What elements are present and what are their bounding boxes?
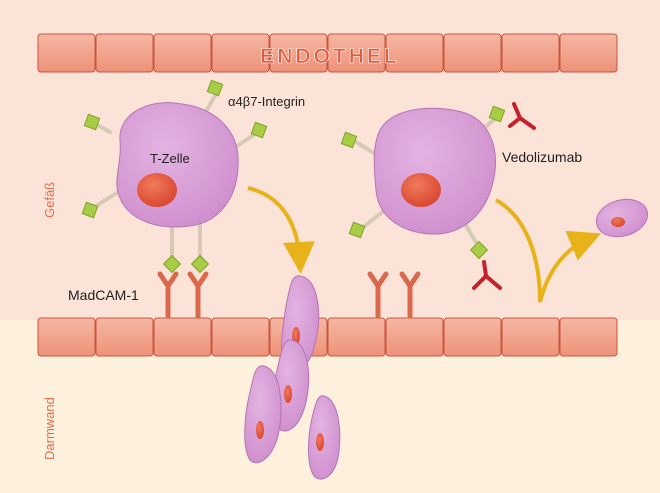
gefaess-label: Gefäß — [42, 182, 57, 218]
endothelial-cell — [37, 33, 96, 73]
endothelial-cell — [501, 317, 560, 357]
t-cell-right — [340, 102, 536, 290]
endothelial-cell — [385, 317, 444, 357]
madcam-receptor — [157, 271, 179, 319]
endothelial-cell — [211, 317, 270, 357]
madcam-receptor — [187, 271, 209, 319]
endothelial-cell — [37, 317, 96, 357]
t-cell-label: T-Zelle — [150, 151, 190, 166]
endothelial-cell — [327, 317, 386, 357]
endothelial-cell — [95, 33, 154, 73]
endothelium-top — [37, 33, 618, 73]
endothelium-bottom — [37, 317, 618, 357]
madcam-receptor — [399, 271, 421, 319]
integrin-label: α4β7-Integrin — [228, 94, 305, 109]
endothelial-cell — [153, 317, 212, 357]
endothelial-cell — [501, 33, 560, 73]
endothelial-cell — [385, 33, 444, 73]
endothelial-cell — [327, 33, 386, 73]
migration-arrow — [247, 186, 315, 274]
darmwand-label: Darmwand — [42, 397, 57, 460]
endothelial-cell — [443, 33, 502, 73]
endothelial-cell — [443, 317, 502, 357]
t-cell-small — [595, 198, 649, 238]
vedolizumab-label: Vedolizumab — [502, 149, 582, 165]
endothelial-cell — [269, 33, 328, 73]
endothelial-cell — [95, 317, 154, 357]
endothelial-cell — [559, 33, 618, 73]
deflection-arrow — [494, 198, 602, 303]
madcam-receptor — [367, 271, 389, 319]
vedolizumab-antibody — [508, 102, 536, 130]
nucleus — [137, 173, 177, 207]
migrating-cell — [244, 365, 282, 464]
migrating-cell — [308, 395, 341, 480]
endothelial-cell — [153, 33, 212, 73]
nucleus — [401, 173, 441, 207]
vedolizumab-antibody — [472, 260, 502, 290]
endothelial-cell — [559, 317, 618, 357]
t-cell-left — [81, 79, 268, 274]
endothelial-cell — [211, 33, 270, 73]
endothel-title: ENDOTHEL — [260, 45, 400, 68]
madcam-label: MadCAM-1 — [68, 287, 139, 303]
